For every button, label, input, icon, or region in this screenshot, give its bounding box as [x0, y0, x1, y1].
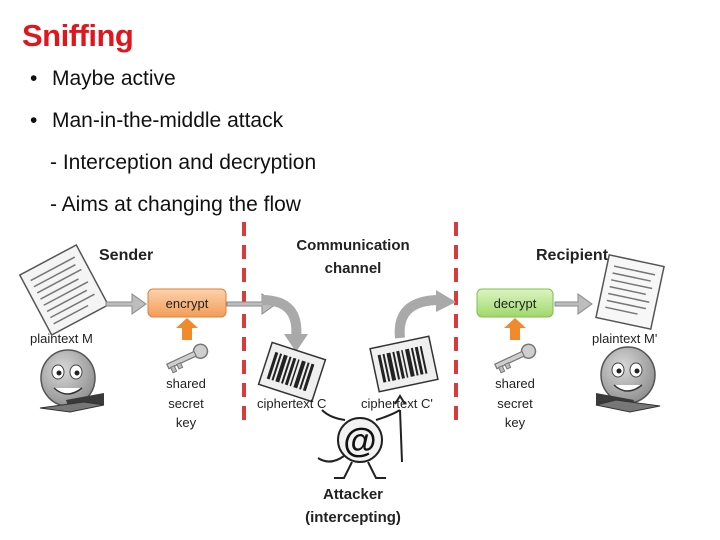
key-label-right-line2: secret: [497, 396, 533, 411]
key-icon: [166, 343, 209, 374]
plaintext-recipient-label: plaintext M': [592, 331, 657, 346]
ciphertext-document-icon: [257, 341, 327, 403]
channel-label-line2: channel: [325, 260, 382, 277]
ciphertext-label: ciphertext C: [257, 396, 326, 411]
curved-arrow-head-icon: [284, 334, 308, 352]
ciphertext-prime-label: ciphertext C': [361, 396, 433, 411]
ciphertext-document-icon: [369, 335, 439, 393]
sender-figure-icon: [39, 349, 105, 413]
recipient-figure-icon: [595, 346, 661, 413]
key-label-left-line1: shared: [166, 376, 206, 391]
flow-arrow-icon: [554, 293, 593, 315]
key-arrow-icon: [176, 318, 198, 340]
curved-arrow-icon: [261, 295, 302, 339]
slide-title: Sniffing: [22, 18, 134, 53]
recipient-label: Recipient: [536, 247, 609, 264]
attacker-figure-icon: @: [317, 394, 406, 479]
decrypt-box: [476, 288, 554, 318]
decrypt-label: decrypt: [494, 296, 537, 311]
key-label-left-line3: key: [176, 415, 197, 430]
key-label-left-line2: secret: [168, 396, 204, 411]
document-icon: [18, 243, 110, 337]
key-label-right-line1: shared: [495, 376, 535, 391]
curved-arrow-head-icon: [436, 290, 456, 312]
bullet-dot-icon: •: [30, 109, 38, 132]
attacker-label-line2: (intercepting): [305, 509, 401, 526]
encrypt-box: [147, 288, 227, 318]
plaintext-sender-label: plaintext M: [30, 331, 93, 346]
key-arrow-icon: [504, 318, 526, 340]
attacker-label-line1: Attacker: [323, 486, 383, 503]
bullet-dot-icon: •: [30, 67, 38, 90]
curved-arrow-icon: [394, 295, 441, 339]
key-label-right-line3: key: [505, 415, 526, 430]
channel-label-line1: Communication: [296, 237, 409, 254]
sender-label: Sender: [99, 247, 153, 264]
sub-bullet: - Aims at changing the flow: [50, 193, 301, 216]
bullet-item: •Man-in-the-middle attack: [30, 109, 284, 132]
attacker-at-symbol: @: [343, 422, 376, 460]
document-icon: [595, 253, 665, 331]
bullet-item: •Maybe active: [30, 67, 176, 90]
key-icon: [494, 343, 537, 374]
flow-arrow-icon: [105, 293, 147, 315]
sub-bullet: - Interception and decryption: [50, 151, 317, 174]
encrypt-label: encrypt: [166, 296, 209, 311]
